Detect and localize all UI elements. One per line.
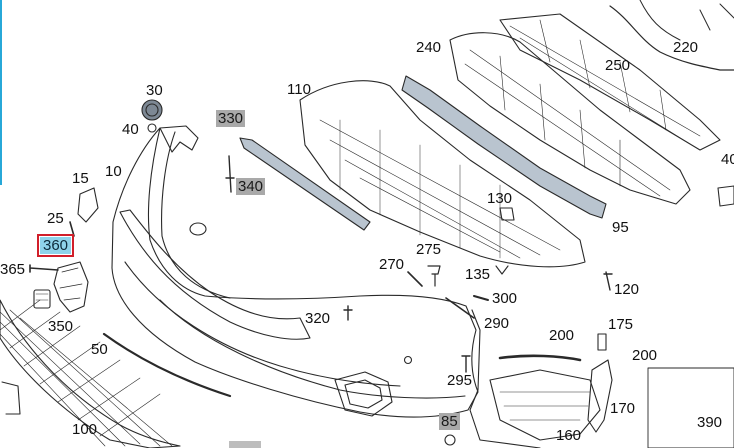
drawing-detail-line	[319, 119, 561, 259]
strip-50	[102, 332, 232, 398]
left-edge-accent	[0, 0, 2, 185]
emblem-30-inner	[145, 103, 159, 117]
drawing-detail-line	[0, 299, 161, 437]
clip-135	[495, 265, 509, 275]
clip-130	[499, 207, 515, 221]
wiring-harness	[609, 5, 734, 71]
label-10[interactable]: 10	[105, 163, 122, 180]
strip-290	[445, 297, 475, 319]
label-40[interactable]: 40	[122, 121, 139, 138]
bolt-275	[427, 265, 441, 287]
clip-120	[603, 271, 613, 291]
drawing-detail-line	[464, 49, 671, 197]
bumper-lower-edge	[159, 299, 466, 399]
label-170[interactable]: 170	[610, 400, 636, 417]
drawing-detail-line	[639, 0, 734, 41]
clip-270	[407, 271, 423, 287]
cropped-label-strip	[229, 441, 261, 448]
label-250[interactable]: 250	[605, 57, 631, 74]
label-95[interactable]: 95	[612, 219, 629, 236]
clip-40	[147, 123, 157, 133]
bracket-40-right	[717, 185, 734, 207]
label-365[interactable]: 365	[0, 261, 26, 278]
clip-350	[33, 289, 51, 309]
label-290[interactable]: 290	[484, 315, 510, 332]
trim-strip-330	[239, 137, 371, 231]
drawing-detail-line	[0, 299, 181, 448]
label-300[interactable]: 300	[492, 290, 518, 307]
drawing-detail-line	[339, 119, 501, 259]
bumper-grille-opening	[119, 209, 311, 340]
label-295[interactable]: 295	[447, 372, 473, 389]
pin-25	[69, 221, 75, 237]
label-275[interactable]: 275	[416, 241, 442, 258]
clip-175	[597, 333, 607, 351]
label-100[interactable]: 100	[72, 421, 98, 438]
clip-85	[444, 434, 456, 446]
label-110[interactable]: 110	[287, 81, 311, 98]
drawing-detail-line	[59, 267, 83, 301]
label-270[interactable]: 270	[379, 256, 405, 273]
left-bracket	[53, 261, 89, 313]
bumper-upper-crease	[161, 131, 231, 299]
drawing-detail-line	[35, 293, 49, 301]
bumper-top-left-bracket	[159, 125, 199, 153]
impact-bar	[401, 75, 607, 219]
lower-grille	[0, 299, 181, 448]
emblem-mount-ring	[189, 222, 207, 236]
drawing-detail-line	[509, 19, 701, 145]
label-85[interactable]: 85	[439, 413, 460, 430]
clip-15	[77, 187, 99, 223]
fog-lamp-opening	[334, 371, 393, 417]
label-220[interactable]: 220	[673, 39, 699, 56]
label-330[interactable]: 330	[216, 110, 246, 127]
drawing-detail-line	[499, 391, 591, 421]
label-360-selected[interactable]: 360	[36, 234, 75, 257]
bolt-320	[343, 305, 353, 321]
label-25[interactable]: 25	[47, 210, 64, 227]
label-40-right[interactable]: 40	[721, 151, 734, 168]
bumper-side-wing	[469, 309, 541, 448]
absorber-240	[449, 32, 691, 205]
label-390[interactable]: 390	[697, 414, 723, 431]
label-135[interactable]: 135	[465, 266, 491, 283]
clip-300	[473, 295, 489, 301]
bumper-cover	[111, 127, 479, 418]
label-50[interactable]: 50	[91, 341, 108, 358]
label-320[interactable]: 320	[305, 310, 331, 327]
label-30[interactable]: 30	[146, 82, 163, 99]
label-200-right[interactable]: 200	[632, 347, 658, 364]
label-200-left[interactable]: 200	[549, 327, 575, 344]
bracket-390-left	[1, 381, 21, 415]
label-350[interactable]: 350	[48, 318, 74, 335]
sensor-hole	[403, 355, 413, 365]
trim-170	[587, 359, 613, 433]
label-120[interactable]: 120	[614, 281, 640, 298]
panel-390	[647, 367, 734, 448]
pin-340	[225, 155, 235, 193]
trim-200	[498, 354, 582, 362]
emblem-30	[141, 99, 163, 121]
underbody-panel	[299, 80, 586, 268]
bolt-295	[461, 355, 471, 373]
bumper-lower-lip	[124, 261, 401, 387]
label-15[interactable]: 15	[72, 170, 89, 187]
label-160[interactable]: 160	[556, 427, 582, 444]
drawing-detail-line	[0, 309, 173, 447]
bolt-365	[29, 264, 59, 273]
trim-160	[489, 369, 601, 441]
label-340[interactable]: 340	[236, 178, 266, 195]
label-130[interactable]: 130	[487, 190, 513, 207]
label-175[interactable]: 175	[608, 316, 634, 333]
label-240[interactable]: 240	[416, 39, 442, 56]
absorber-250-grid	[499, 13, 721, 151]
fog-lamp-inner	[344, 379, 383, 409]
